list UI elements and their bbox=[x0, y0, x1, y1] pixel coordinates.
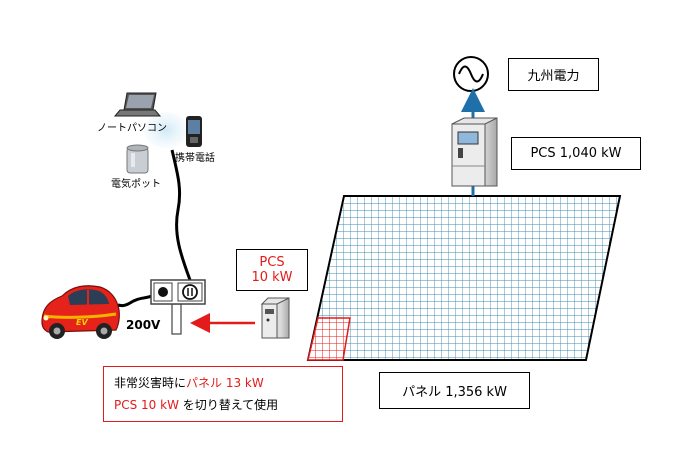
solar-panel-emergency-section bbox=[307, 317, 351, 361]
emergency-note-line2: PCS 10 kW を切り替えて使用 bbox=[114, 394, 278, 416]
pcs-small-label-line1: PCS bbox=[259, 255, 285, 270]
utility-label: 九州電力 bbox=[527, 69, 580, 84]
pcs-small-cabinet-icon bbox=[260, 297, 290, 339]
emergency-note-box: 非常災害時にパネル 13 kW PCS 10 kW を切り替えて使用 bbox=[103, 366, 343, 422]
pcs-main-cabinet-icon bbox=[451, 117, 498, 187]
emergency-note-pcs: PCS 10 kW bbox=[114, 398, 179, 412]
pcs-small-label-box: PCS 10 kW bbox=[236, 249, 308, 291]
phone-label: 携帯電話 bbox=[175, 153, 215, 164]
pcs-small-label-line2: 10 kW bbox=[251, 270, 293, 285]
pot-label: 電気ポット bbox=[111, 179, 161, 190]
electric-pot-icon bbox=[126, 144, 149, 174]
emergency-note-line1-prefix: 非常災害時に bbox=[114, 376, 187, 390]
emergency-note-line1: 非常災害時にパネル 13 kW bbox=[114, 372, 264, 394]
ev-car-icon bbox=[41, 285, 120, 339]
ev-badge: EV bbox=[76, 318, 88, 327]
laptop-icon bbox=[113, 92, 162, 117]
devices-glow bbox=[144, 112, 188, 148]
ac-source-icon bbox=[453, 56, 489, 92]
voltage-label: 200V bbox=[126, 318, 161, 332]
laptop-label: ノートパソコン bbox=[97, 123, 167, 134]
pcs-main-label-box: PCS 1,040 kW bbox=[511, 137, 641, 170]
panel-label: パネル 1,356 kW bbox=[402, 385, 507, 400]
emergency-note-panel: パネル 13 kW bbox=[186, 376, 264, 390]
phone-icon bbox=[186, 116, 202, 147]
solar-panel-array bbox=[306, 195, 622, 361]
panel-label-box: パネル 1,356 kW bbox=[379, 372, 530, 409]
charging-cable bbox=[170, 149, 192, 281]
outlet-stand-icon bbox=[150, 279, 206, 335]
utility-label-box: 九州電力 bbox=[508, 58, 599, 91]
pcs-main-label: PCS 1,040 kW bbox=[530, 146, 622, 161]
emergency-note-line2-suffix: を切り替えて使用 bbox=[182, 398, 279, 412]
